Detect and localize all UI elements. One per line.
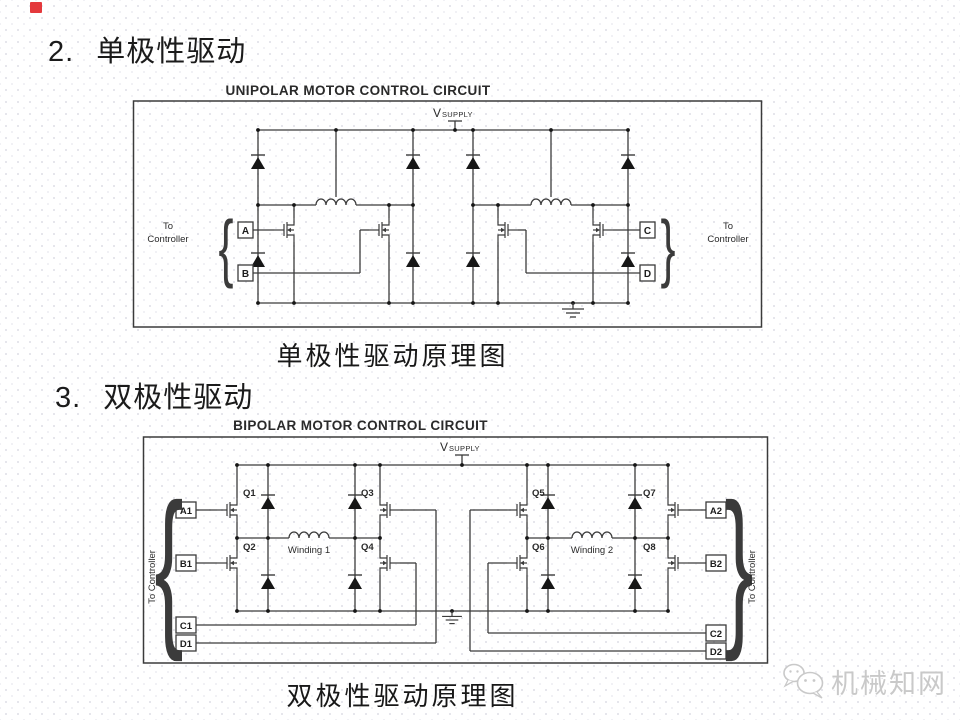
terminal-a2-label: A2 — [710, 506, 722, 517]
unipolar-junctions — [256, 128, 630, 305]
terminal-b1-label: B1 — [180, 559, 193, 570]
heading-bipolar: 3. 双极性驱动 — [55, 374, 253, 416]
terminal-box-d1 — [175, 634, 197, 652]
to-label: To — [163, 221, 173, 232]
terminal-b2-label: B2 — [710, 559, 722, 570]
bipolar-caption: 双极性驱动原理图 — [286, 682, 519, 711]
heading-unipolar-text: 单极性驱动 — [96, 36, 247, 68]
left-brace: { — [154, 468, 183, 663]
unipolar-circuit-title: UNIPOLAR MOTOR CONTROL CIRCUIT — [225, 83, 491, 98]
unipolar-diodes — [250, 154, 636, 268]
terminal-box-c1 — [175, 616, 197, 634]
terminal-d-label: D — [644, 269, 651, 280]
terminal-c-label: C — [644, 226, 651, 237]
red-corner-mark — [30, 2, 42, 13]
vsupply-v: V — [440, 440, 448, 454]
controller-label: Controller — [147, 234, 188, 245]
terminal-box-c — [639, 221, 656, 239]
unipolar-outer-border — [132, 100, 763, 328]
bipolar-terminals: A1 B1 C1 D1 A2 B2 C2 D2 — [175, 501, 727, 660]
terminal-box-a — [237, 221, 254, 239]
vsupply-sub: SUPPLY — [442, 110, 473, 119]
terminal-box-d — [639, 264, 656, 282]
terminal-b-label: B — [242, 269, 249, 280]
unipolar-circuit-diagram: V SUPPLY — [132, 100, 763, 328]
unipolar-right-controller-label: To Controller — [707, 221, 748, 245]
bipolar-diodes — [260, 494, 643, 590]
terminal-box-c2 — [705, 624, 727, 642]
terminal-d2-label: D2 — [710, 647, 722, 658]
bipolar-right-controller-label: To Controller — [747, 550, 758, 604]
bipolar-ground-icon — [441, 610, 463, 625]
winding2-label: Winding 2 — [571, 545, 613, 556]
winding1-label: Winding 1 — [288, 545, 330, 556]
bipolar-vsupply-label: V SUPPLY — [440, 440, 480, 454]
unipolar-ground-icon — [561, 302, 585, 318]
terminal-box-b — [237, 264, 254, 282]
terminal-box-a2 — [705, 501, 727, 519]
vsupply-sub: SUPPLY — [449, 444, 480, 453]
bipolar-left-controller-label: To Controller — [147, 550, 158, 604]
terminal-box-d2 — [705, 642, 727, 660]
left-brace: { — [218, 206, 233, 290]
q6-label: Q6 — [532, 542, 545, 553]
q5-label: Q5 — [532, 488, 545, 499]
watermark-text: 机械知网 — [831, 668, 947, 699]
right-brace: } — [660, 206, 675, 290]
right-brace: } — [724, 468, 753, 663]
q3-label: Q3 — [361, 488, 374, 499]
terminal-box-b1 — [175, 554, 197, 572]
bipolar-outer-border — [142, 436, 769, 664]
terminal-c2-label: C2 — [710, 629, 722, 640]
q1-label: Q1 — [243, 488, 256, 499]
bipolar-junctions — [235, 463, 670, 613]
terminal-box-b2 — [705, 554, 727, 572]
terminal-d1-label: D1 — [180, 639, 193, 650]
terminal-c1-label: C1 — [180, 621, 193, 632]
bipolar-circuit-title: BIPOLAR MOTOR CONTROL CIRCUIT — [233, 418, 488, 433]
unipolar-left-controller-label: To Controller — [147, 221, 188, 245]
heading-unipolar: 2. 单极性驱动 — [48, 28, 246, 70]
bipolar-circuit-diagram: V SUPPLY — [142, 436, 769, 664]
q8-label: Q8 — [643, 542, 656, 553]
to-label: To — [723, 221, 733, 232]
chat-bubbles-logo-icon — [783, 663, 824, 699]
vsupply-v: V — [433, 106, 441, 120]
q2-label: Q2 — [243, 542, 256, 553]
q4-label: Q4 — [361, 542, 374, 553]
heading-unipolar-number: 2. — [48, 36, 75, 68]
terminal-box-a1 — [175, 501, 197, 519]
controller-label: Controller — [707, 234, 748, 245]
unipolar-caption: 单极性驱动原理图 — [276, 342, 509, 371]
unipolar-wires — [253, 129, 640, 304]
q7-label: Q7 — [643, 488, 656, 499]
heading-bipolar-text: 双极性驱动 — [103, 382, 254, 414]
unipolar-terminals: A B C D — [237, 221, 656, 282]
terminal-a-label: A — [242, 226, 249, 237]
unipolar-vsupply-label: V SUPPLY — [433, 106, 473, 120]
watermark: 机械知网 — [781, 660, 947, 702]
heading-bipolar-number: 3. — [55, 382, 82, 414]
bipolar-transistor-labels: Q1 Q2 Q3 Q4 Q5 Q6 Q7 Q8 — [243, 488, 656, 553]
unipolar-mosfets — [273, 217, 614, 243]
bipolar-mosfets — [216, 497, 689, 576]
terminal-a1-label: A1 — [180, 506, 193, 517]
